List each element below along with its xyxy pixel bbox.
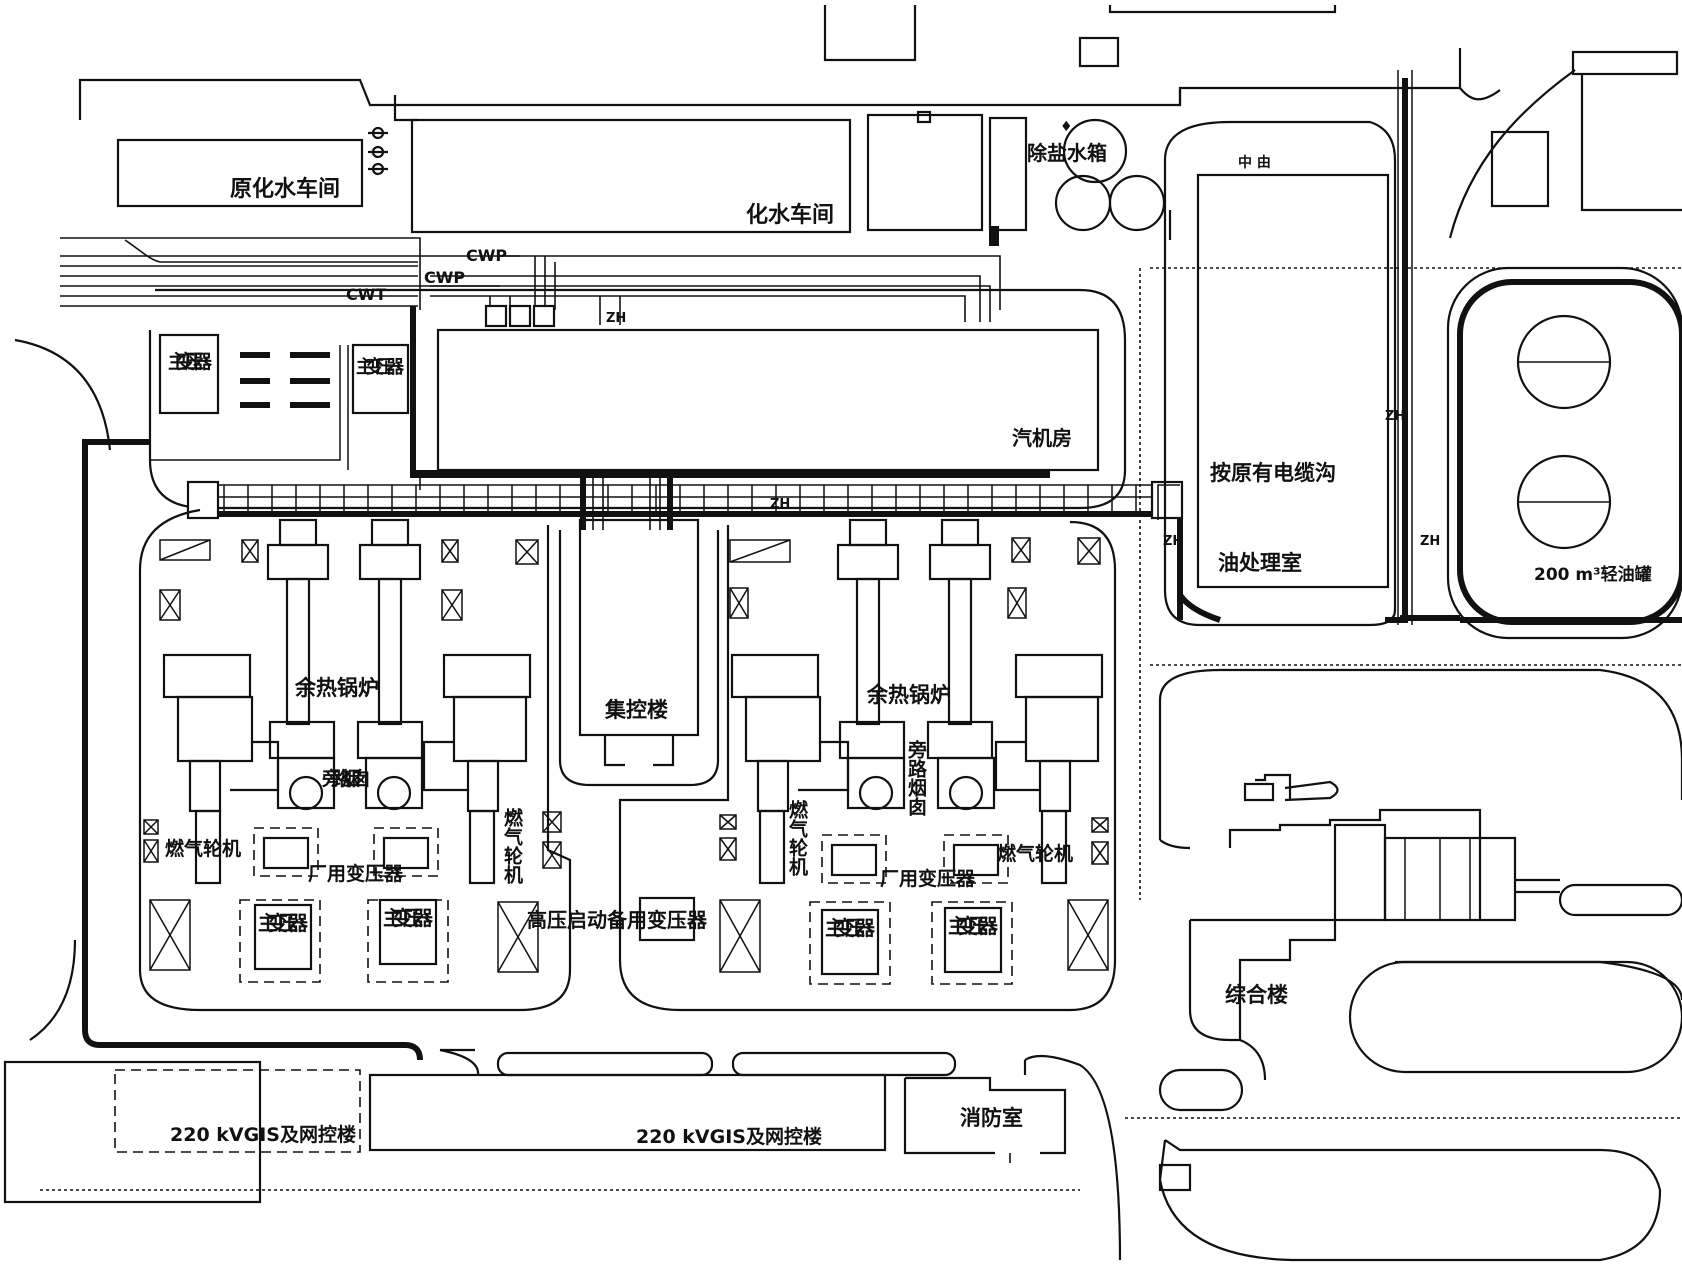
central-control-building: 集控楼	[558, 518, 720, 787]
turbine-hall-label: 汽机房	[1012, 426, 1072, 450]
hrsg-right-label: 余热锅炉	[866, 683, 951, 707]
main-tf-br2-label: 主变压器	[948, 914, 999, 938]
gt-left2-label: 燃气轮机	[501, 807, 524, 885]
hv-startup-tf-label: 高压启动备用变压器	[527, 908, 708, 932]
pipe-cwp-label: CWP	[424, 268, 465, 287]
svg-text:中 由: 中 由	[1238, 154, 1271, 171]
control-bldg-label: 集控楼	[604, 698, 668, 722]
demin-tank-label: 除盐水箱	[1027, 141, 1107, 165]
hrsg-left-label: 余热锅炉	[294, 676, 379, 700]
zh-mid-label: ZH	[770, 497, 790, 512]
main-tf-bl2-label: 主变压器	[383, 906, 434, 930]
fire-room-label: 消防室	[960, 1106, 1023, 1130]
bypass-right-label: 旁路烟囱	[905, 739, 928, 816]
gt-right2-label: 燃气轮机	[997, 842, 1073, 865]
raw-water-label: 原化水车间	[230, 176, 340, 202]
office-bldg-label: 综合楼	[1225, 983, 1288, 1007]
gis-left-label: 220 kVGIS及网控楼	[170, 1123, 356, 1146]
gt-right-label: 燃气轮机	[786, 799, 809, 877]
pipe-rack: CWP CWT CWP ZH	[60, 237, 1001, 328]
main-tf-br1-label: 主变压器	[825, 916, 876, 940]
chem-water-label: 化水车间	[746, 202, 834, 228]
cable-trench-label: 按原有电缆沟	[1210, 461, 1336, 485]
zh-top-label: ZH	[606, 311, 626, 326]
raw-water-workshop: 原化水车间	[116, 138, 364, 208]
site-roads-top	[40, 5, 1682, 1191]
main-tf-tr-label: 主变压器	[356, 356, 405, 378]
bypass-left-label: 旁路烟囱	[321, 767, 370, 790]
valve-symbols	[368, 126, 388, 176]
demin-water-tanks: 除盐水箱 ♦	[1027, 118, 1166, 232]
external-cable-route	[14, 338, 423, 1061]
turbine-hall: 汽机房	[148, 288, 1127, 510]
hv-startup-transformer: 高压启动备用变压器	[527, 896, 708, 942]
pipe-cwt-label: CWT	[346, 285, 386, 304]
right-power-block: 余热锅炉 旁路烟囱 燃气轮机 燃气轮机 厂用变压器 主变压器 主变压器	[618, 518, 1117, 1012]
office-building-area: 综合楼	[1158, 668, 1682, 1262]
site-roads-vertical	[393, 95, 1172, 240]
left-power-block: 余热锅炉 旁路烟囱 燃气轮机 燃气轮机 厂用变压器 主变压器	[138, 508, 572, 1012]
zh-right-label: ZH	[1385, 409, 1405, 424]
zh-oil-label: ZH	[1420, 534, 1440, 549]
oil-room-label: 油处理室	[1218, 551, 1302, 575]
oil-treatment-area: 中 由 按原有电缆沟 油处理室 ZH	[1157, 70, 1413, 627]
gis-right-label: 220 kVGIS及网控楼	[636, 1125, 822, 1148]
gt-left-label: 燃气轮机	[165, 837, 241, 860]
oil-tank-label: 200 m³轻油罐	[1534, 564, 1652, 585]
main-tf-bl1-label: 主变压器	[258, 911, 309, 935]
aux-tf-right-label: 厂用变压器	[880, 867, 976, 890]
bottom-row-buildings: 220 kVGIS及网控楼 220 kVGIS及网控楼 消防室	[3, 1048, 1122, 1261]
chemical-water-workshop: 化水车间	[410, 110, 1028, 246]
main-tf-tl-label: 主变压器	[168, 350, 213, 373]
aux-tf-left-label: 厂用变压器	[308, 862, 404, 885]
main-pipe-rack: ZH ZH	[186, 470, 1183, 549]
main-transformers-top: 主变压器 主变压器	[150, 333, 410, 470]
light-oil-tank-yard: 200 m³轻油罐 ZH	[1400, 266, 1682, 640]
pipe-cwp-top-label: CWP	[466, 246, 507, 265]
svg-text:♦: ♦	[1060, 119, 1073, 135]
